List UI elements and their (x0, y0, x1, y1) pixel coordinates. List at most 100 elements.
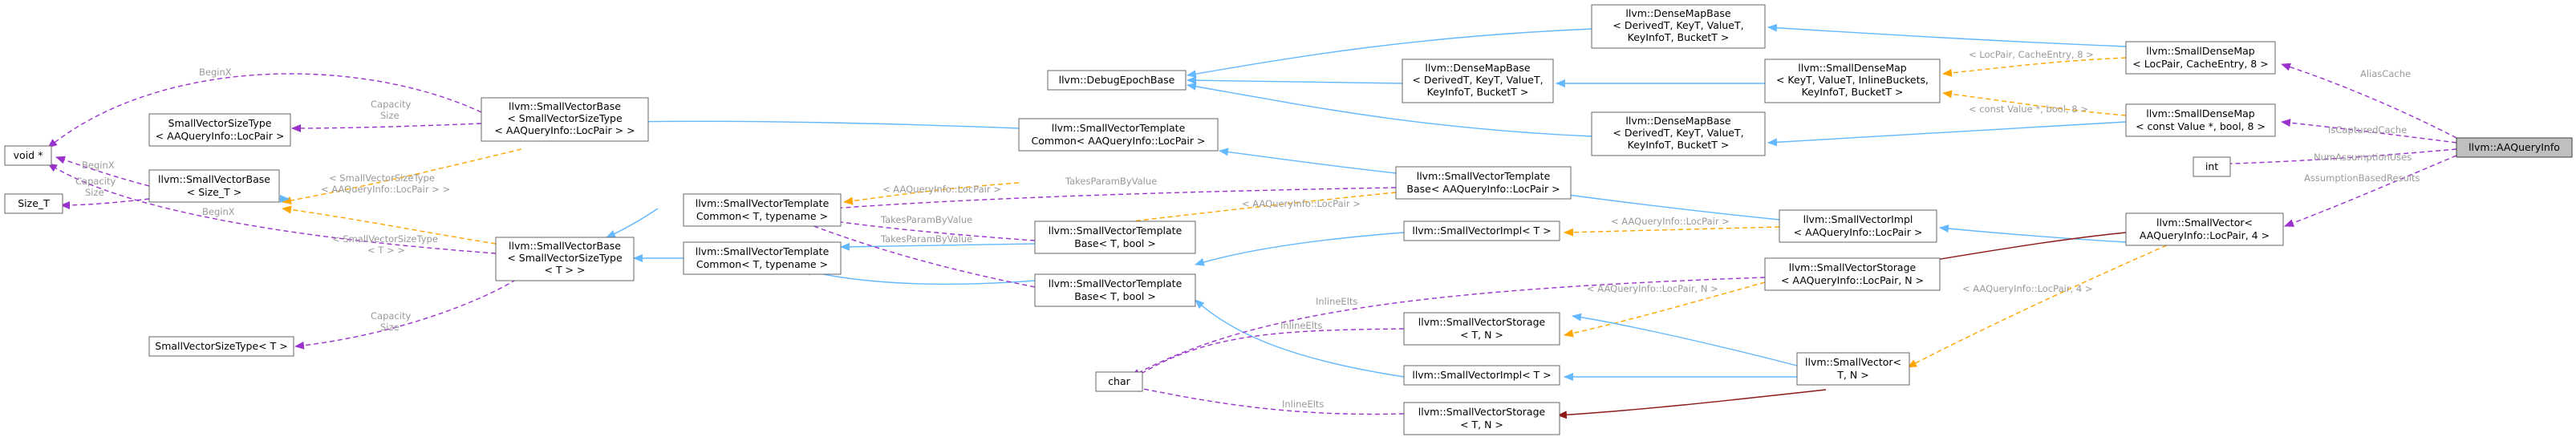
node-svb-t[interactable]: llvm::SmallVectorBase < SmallVectorSizeT… (495, 237, 635, 281)
edge-label-t-svstorage-locpair: < AAQueryInfo::LocPair, N > (1587, 283, 1718, 294)
node-dmb-bot[interactable]: llvm::DenseMapBase < DerivedT, KeyT, Val… (1591, 111, 1766, 156)
edge-label-size-2: Size (85, 187, 104, 198)
svg-text:< AAQueryInfo::LocPair, N >: < AAQueryInfo::LocPair, N > (1781, 274, 1924, 286)
edge-tpl-smallvector (1907, 241, 2175, 368)
edge-use-inlineelts-2 (1130, 328, 1405, 381)
node-void[interactable]: void * (4, 145, 52, 166)
node-sdm-captured[interactable]: llvm::SmallDenseMap < const Value *, boo… (2125, 103, 2276, 137)
svg-text:< T, N >: < T, N > (1460, 419, 1503, 431)
edge-inh-svtc-aa (628, 117, 1020, 129)
svg-text:< T, N >: < T, N > (1460, 329, 1503, 341)
node-svstorage-t-mid[interactable]: llvm::SmallVectorStorage < T, N > (1403, 312, 1560, 346)
svg-text:KeyInfoT, BucketT >: KeyInfoT, BucketT > (1628, 31, 1730, 43)
edge-inh-svimpl-t-top (1195, 232, 1405, 266)
node-svb-aa[interactable]: llvm::SmallVectorBase < SmallVectorSizeT… (481, 97, 649, 142)
edge-tpl-svtc (843, 182, 1020, 205)
edge-numassumptionuses (2204, 148, 2457, 168)
svg-text:llvm::SmallVectorBase: llvm::SmallVectorBase (509, 100, 621, 112)
edge-label-iscapturedcache: IsCapturedCache (2328, 124, 2407, 136)
node-int[interactable]: int (2193, 156, 2231, 177)
node-smallvector-aa[interactable]: llvm::SmallVector< AAQueryInfo::LocPair,… (2125, 212, 2284, 246)
svg-text:< DerivedT, KeyT, ValueT,: < DerivedT, KeyT, ValueT, (1412, 74, 1543, 86)
svg-text:llvm::SmallVector<: llvm::SmallVector< (1805, 356, 1901, 368)
svg-text:< T > >: < T > > (545, 264, 586, 276)
svg-text:Common< AAQueryInfo::LocPair >: Common< AAQueryInfo::LocPair > (1031, 135, 1205, 147)
edge-use-beginx-2 (55, 156, 150, 187)
svg-text:llvm::SmallDenseMap: llvm::SmallDenseMap (2146, 107, 2255, 119)
edge-label-t-svtc-locpair: < AAQueryInfo::LocPair > (882, 184, 1001, 195)
edge-label-capacity-1: Capacity (371, 99, 411, 110)
nodes: llvm::AAQueryInfo int void * Size_T bool… (4, 4, 2573, 435)
svg-text:< DerivedT, KeyT, ValueT,: < DerivedT, KeyT, ValueT, (1613, 127, 1743, 139)
edge-iscapturedcache (2281, 119, 2457, 144)
edge-label-capacity-2: Capacity (75, 176, 116, 187)
svg-text:T, N >: T, N > (1836, 369, 1868, 381)
node-svstorage-t-bot[interactable]: llvm::SmallVectorStorage < T, N > (1403, 402, 1560, 435)
svg-text:Size_T: Size_T (18, 197, 50, 209)
node-svtc-t-top[interactable]: llvm::SmallVectorTemplate Common< T, typ… (683, 193, 842, 227)
svg-text:Base< AAQueryInfo::LocPair >: Base< AAQueryInfo::LocPair > (1406, 183, 1560, 195)
svg-text:AAQueryInfo::LocPair, 4 >: AAQueryInfo::LocPair, 4 > (2140, 229, 2270, 241)
edge-label-size-3: Size (380, 322, 400, 333)
svg-text:< AAQueryInfo::LocPair > >: < AAQueryInfo::LocPair > > (494, 124, 635, 136)
node-size-t[interactable]: Size_T (4, 193, 63, 214)
edge-label-takesparam-2: TakesParamByValue (880, 214, 972, 225)
node-svimpl-aa[interactable]: llvm::SmallVectorImpl < AAQueryInfo::Loc… (1779, 209, 1937, 243)
node-svtb-t-bot[interactable]: llvm::SmallVectorTemplate Base< T, bool … (1034, 273, 1196, 307)
svg-text:llvm::SmallVectorTemplate: llvm::SmallVectorTemplate (696, 245, 830, 257)
edge-use-capacity-3 (294, 270, 530, 350)
edge-label-takesparam-1: TakesParamByValue (1065, 176, 1157, 187)
svg-text:llvm::SmallDenseMap: llvm::SmallDenseMap (2146, 45, 2255, 57)
edge-label-inlineelts-2: InlineElts (1280, 320, 1322, 331)
edge-use-inlineelts-1 (1130, 277, 1766, 378)
node-svtb-t-mid[interactable]: llvm::SmallVectorTemplate Base< T, bool … (1034, 220, 1196, 254)
node-svtc-t-mid[interactable]: llvm::SmallVectorTemplate Common< T, typ… (683, 241, 842, 275)
edge-label-aliascache: AliasCache (2360, 68, 2411, 79)
node-debugepochbase[interactable]: llvm::DebugEpochBase (1047, 70, 1187, 91)
edge-label-takesparam-3: TakesParamByValue (880, 233, 972, 245)
node-svtb-aa[interactable]: llvm::SmallVectorTemplate Base< AAQueryI… (1395, 166, 1572, 200)
node-sdm-alias[interactable]: llvm::SmallDenseMap < LocPair, CacheEntr… (2125, 41, 2276, 75)
node-dmb-mid[interactable]: llvm::DenseMapBase < DerivedT, KeyT, Val… (1402, 59, 1554, 103)
svg-text:llvm::SmallVectorBase: llvm::SmallVectorBase (158, 173, 270, 185)
node-svst-aa[interactable]: SmallVectorSizeType < AAQueryInfo::LocPa… (148, 113, 291, 147)
svg-text:SmallVectorSizeType: SmallVectorSizeType (168, 117, 272, 129)
svg-text:llvm::SmallVectorImpl: llvm::SmallVectorImpl (1803, 213, 1913, 225)
edge-use-takesparam-1 (792, 187, 1397, 216)
svg-text:llvm::AAQueryInfo: llvm::AAQueryInfo (2468, 141, 2560, 153)
edge-inh-sdm-alias (1767, 23, 2127, 47)
svg-text:SmallVectorSizeType< T >: SmallVectorSizeType< T > (155, 340, 287, 352)
node-svst-t[interactable]: SmallVectorSizeType< T > (148, 336, 294, 357)
edge-inh-sdm-captured (1767, 121, 2127, 147)
svg-text:llvm::SmallVectorStorage: llvm::SmallVectorStorage (1789, 261, 1917, 273)
svg-text:Base< T, bool >: Base< T, bool > (1074, 290, 1156, 302)
edge-label-size-1: Size (380, 110, 400, 121)
node-aaqueryinfo[interactable]: llvm::AAQueryInfo (2456, 137, 2573, 158)
svg-text:llvm::SmallVectorStorage: llvm::SmallVectorStorage (1418, 316, 1546, 328)
edge-inh-svimpl-t-bot (1195, 299, 1405, 378)
node-svb-size[interactable]: llvm::SmallVectorBase < Size_T > (148, 169, 280, 203)
svg-text:llvm::DebugEpochBase: llvm::DebugEpochBase (1059, 74, 1175, 86)
svg-text:Common< T, typename >: Common< T, typename > (696, 258, 828, 270)
edge-label-svb-sizetype-t-2: < T > > (367, 245, 405, 256)
edge-label-t-locpair-4: < AAQueryInfo::LocPair, 4 > (1962, 283, 2092, 294)
edge-dark-svstorage-aa (1915, 232, 2127, 266)
svg-text:llvm::DenseMapBase: llvm::DenseMapBase (1625, 7, 1731, 19)
node-sv-generic[interactable]: llvm::SmallVector< T, N > (1796, 352, 1910, 386)
edge-label-svb-sizetype-t-1: < SmallVectorSizeType (332, 233, 438, 245)
node-svimpl-t-top[interactable]: llvm::SmallVectorImpl< T > (1403, 220, 1560, 241)
node-char[interactable]: char (1095, 371, 1143, 392)
node-svtc-aa[interactable]: llvm::SmallVectorTemplate Common< AAQuer… (1018, 118, 1219, 152)
node-sdm-generic[interactable]: llvm::SmallDenseMap < KeyT, ValueT, Inli… (1764, 59, 1941, 103)
node-svimpl-t-bot[interactable]: llvm::SmallVectorImpl< T > (1403, 365, 1560, 386)
edge-use-capacity-1 (291, 123, 482, 132)
svg-text:char: char (1108, 375, 1130, 387)
svg-text:int: int (2205, 160, 2218, 172)
edge-label-t-svtb-locpair: < AAQueryInfo::LocPair > (1242, 198, 1361, 209)
edge-inh-smallvector-aa (1939, 225, 2127, 243)
node-svstorage-aa[interactable]: llvm::SmallVectorStorage < AAQueryInfo::… (1764, 257, 1941, 291)
svg-text:KeyInfoT, BucketT >: KeyInfoT, BucketT > (1802, 86, 1904, 98)
node-dmb-top[interactable]: llvm::DenseMapBase < DerivedT, KeyT, Val… (1591, 4, 1766, 49)
svg-text:llvm::SmallVectorBase: llvm::SmallVectorBase (509, 240, 621, 252)
edge-use-takesparam-3 (792, 217, 1036, 288)
